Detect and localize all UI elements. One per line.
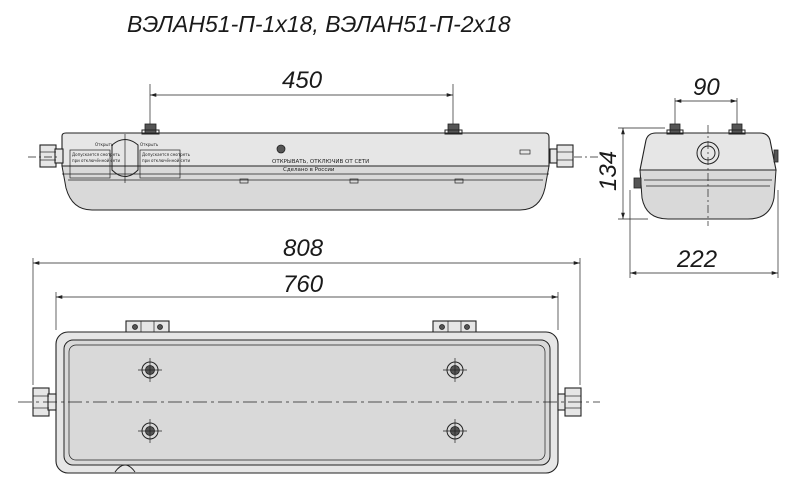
side-gland <box>696 125 720 226</box>
plan-hole-bottom-right <box>443 419 467 443</box>
plan-hole-bottom-left <box>138 419 162 443</box>
front-mount-right <box>444 123 463 135</box>
front-body-bottom <box>61 165 550 211</box>
dimension-label-450: 450 <box>282 67 323 94</box>
plan-hole-top-right <box>443 358 467 382</box>
svg-text:Допускается смотреть: Допускается смотреть <box>72 152 121 157</box>
dimension-label-760: 760 <box>283 271 324 298</box>
plan-bracket-left <box>125 320 170 334</box>
side-view: 90 134 222 <box>595 74 779 278</box>
dimension-label-90: 90 <box>693 74 720 101</box>
svg-text:Открыть: Открыть <box>140 142 159 147</box>
plan-bracket-right <box>432 320 477 334</box>
front-gland-right <box>549 144 574 168</box>
plan-hole-top-left <box>138 358 162 382</box>
side-body-top <box>639 132 777 171</box>
front-warning-label: ОТКРЫВАТЬ, ОТКЛЮЧИВ ОТ СЕТИ Сделано в Ро… <box>272 144 369 173</box>
svg-text:Допускается смотреть: Допускается смотреть <box>142 152 191 157</box>
svg-text:при отключённой сети: при отключённой сети <box>142 158 191 163</box>
front-label-line1: ОТКРЫВАТЬ, ОТКЛЮЧИВ ОТ СЕТИ <box>272 159 369 165</box>
drawing-title: ВЭЛАН51-П-1х18, ВЭЛАН51-П-2х18 <box>127 11 511 37</box>
plan-bottom-latch <box>114 464 136 473</box>
front-body-top <box>61 132 550 167</box>
plan-body-inner <box>63 339 551 466</box>
svg-text:при отключённой сети: при отключённой сети <box>72 158 121 163</box>
dimension-label-808: 808 <box>283 235 324 262</box>
front-right-plate: Допускается смотреть при отключённой сет… <box>139 142 191 179</box>
front-latch <box>111 134 139 183</box>
plan-view: 808 760 <box>18 235 600 474</box>
svg-text:Открыть: Открыть <box>95 142 114 147</box>
dimension-label-134: 134 <box>595 151 622 191</box>
front-left-plate: Допускается смотреть при отключённой сет… <box>69 142 121 179</box>
front-gland-left <box>39 144 64 168</box>
dimension-label-222: 222 <box>676 246 717 273</box>
front-view: 450 <box>28 67 598 211</box>
front-mount-left <box>141 123 160 135</box>
front-label-line2: Сделано в России <box>283 167 335 173</box>
